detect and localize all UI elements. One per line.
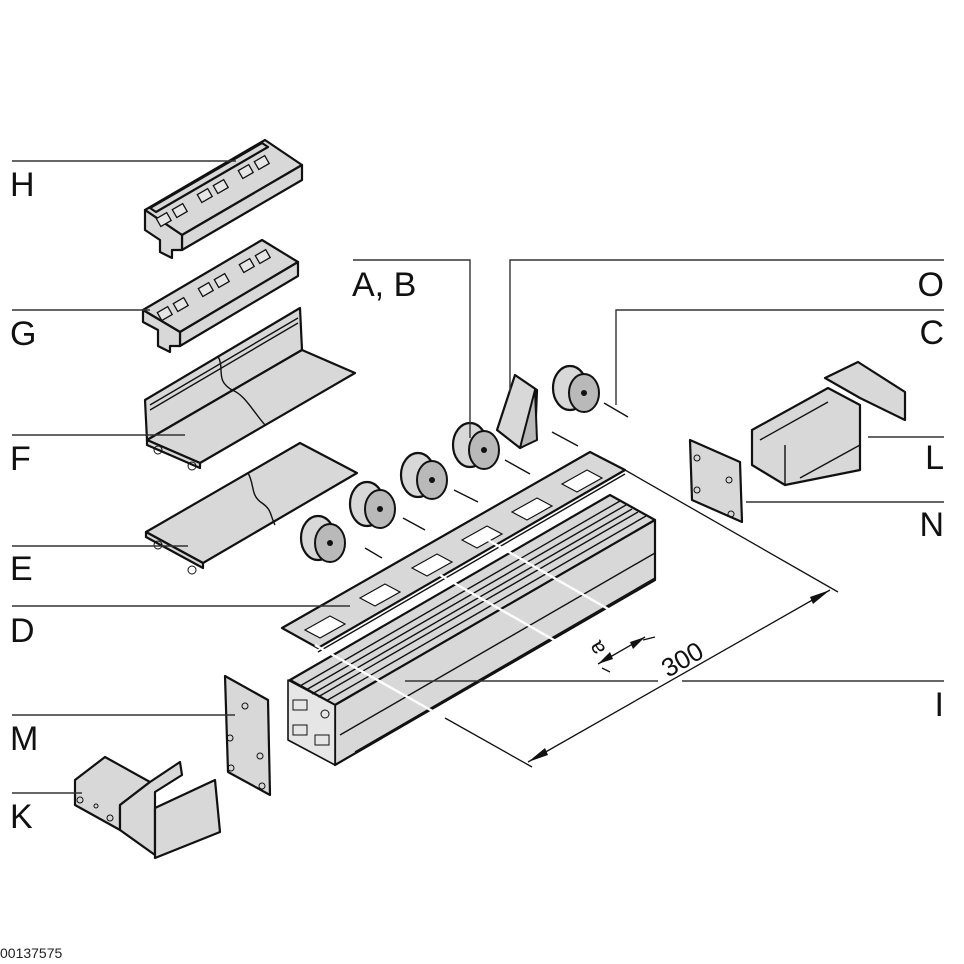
part-k-end-cap-left — [73, 755, 222, 860]
callout-l: L — [925, 439, 944, 477]
callout-m: M — [10, 720, 38, 758]
part-l-end-cap-right — [750, 360, 907, 487]
callout-d: D — [10, 612, 35, 650]
callout-i: I — [935, 686, 944, 724]
callout-c: C — [919, 314, 944, 352]
callout-h: H — [10, 166, 35, 204]
leader-c — [615, 309, 944, 405]
callout-o: O — [918, 266, 944, 304]
callout-n: N — [919, 506, 944, 544]
dimension-a: a — [582, 636, 656, 673]
roller — [551, 364, 600, 413]
part-d-chain-track — [280, 450, 627, 653]
callout-k: K — [10, 798, 33, 836]
part-i-base-profile — [287, 493, 657, 767]
part-e-flat-cover — [144, 441, 359, 575]
callout-e: E — [10, 550, 33, 588]
leader-lines — [12, 160, 944, 794]
part-f-cover-with-wall — [143, 306, 357, 471]
part-n-end-plate-right — [688, 438, 744, 524]
part-o-bracket — [495, 373, 579, 450]
rollers-a-b — [299, 364, 600, 563]
callout-g: G — [10, 315, 36, 353]
document-id: 00137575 — [0, 945, 63, 961]
part-h-guide-insert-double — [143, 138, 304, 260]
leader-a-b — [353, 259, 471, 438]
leader-o — [509, 259, 944, 392]
callout-f: F — [10, 440, 31, 478]
roller — [299, 514, 383, 563]
part-c-axle-pin — [603, 402, 629, 418]
roller — [348, 480, 426, 531]
roller — [451, 421, 531, 475]
dimension-300-label: 300 — [656, 636, 709, 684]
part-m-end-plate-left — [223, 674, 272, 797]
roller — [399, 451, 479, 503]
callout-labels: H G F E D M K A, B O C L N I — [10, 166, 944, 836]
part-g-guide-insert — [141, 238, 300, 354]
callout-a-b: A, B — [352, 266, 416, 304]
